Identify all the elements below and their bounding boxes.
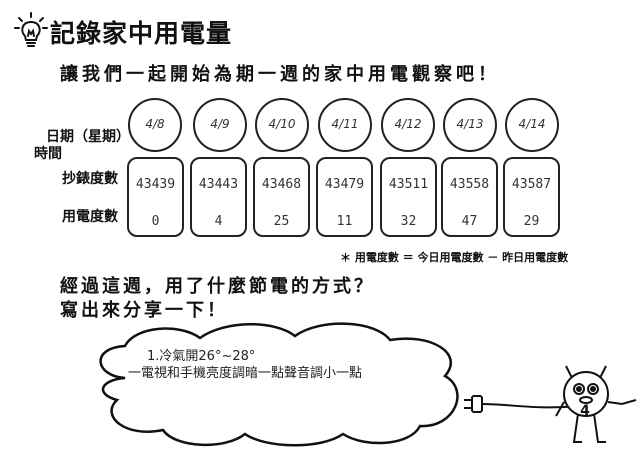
time-label: 時間 — [34, 146, 62, 162]
question-line-2: 寫出來分享一下！ — [60, 300, 228, 321]
date-value: 4/12 — [394, 117, 422, 131]
answer-line-2: 一電視和手機亮度調暗一點聲音調小一點 — [128, 366, 363, 381]
meter-label: 抄錶度數 — [62, 171, 118, 187]
usage-value: 11 — [336, 214, 353, 229]
date-value: 4/11 — [331, 117, 359, 131]
reading-box — [316, 157, 373, 237]
formula-note: ＊ 用電度數 ＝ 今日用電度數 － 昨日用電度數 — [340, 251, 569, 264]
date-value: 4/9 — [210, 117, 230, 131]
usage-value: 29 — [523, 214, 540, 229]
date-label: 日期（星期） — [46, 129, 130, 145]
usage-value: 25 — [273, 214, 290, 229]
date-value: 4/8 — [145, 117, 165, 131]
reading-box — [127, 157, 184, 237]
intro-text: 讓我們一起開始為期一週的家中用電觀察吧！ — [60, 64, 500, 85]
date-circle — [193, 98, 247, 152]
question-line-1: 經過這週，用了什麼節電的方式？ — [60, 276, 375, 297]
reading-box — [253, 157, 310, 237]
answer-cloud — [99, 322, 459, 447]
lightbulb-icon — [14, 12, 48, 47]
meter-reading: 43479 — [324, 177, 365, 192]
date-value: 4/13 — [456, 117, 484, 131]
usage-value: 0 — [151, 214, 160, 229]
meter-reading: 43558 — [449, 177, 490, 192]
mascot-icon — [555, 365, 637, 443]
date-circle — [255, 98, 309, 152]
date-circle — [128, 98, 182, 152]
usage-value: 47 — [461, 214, 478, 229]
usage-value: 4 — [214, 214, 223, 229]
usage-value: 32 — [400, 214, 417, 229]
usage-label: 用電度數 — [62, 209, 118, 225]
date-circle — [443, 98, 497, 152]
date-value: 4/14 — [518, 117, 546, 131]
reading-box — [441, 157, 498, 237]
plug-icon — [464, 395, 581, 413]
date-value: 4/10 — [268, 117, 296, 131]
page-title: 記錄家中用電量 — [50, 19, 233, 48]
mascot-number: 4 — [580, 403, 590, 419]
date-circle — [381, 98, 435, 152]
meter-reading: 43443 — [198, 177, 239, 192]
meter-reading: 43511 — [388, 177, 429, 192]
date-circle — [505, 98, 559, 152]
meter-reading: 43587 — [511, 177, 552, 192]
reading-box — [503, 157, 560, 237]
meter-reading: 43468 — [261, 177, 302, 192]
date-circle — [318, 98, 372, 152]
reading-box — [190, 157, 247, 237]
reading-box — [380, 157, 437, 237]
meter-reading: 43439 — [135, 177, 176, 192]
answer-line-1: 1.冷氣開26°~28° — [147, 349, 256, 364]
